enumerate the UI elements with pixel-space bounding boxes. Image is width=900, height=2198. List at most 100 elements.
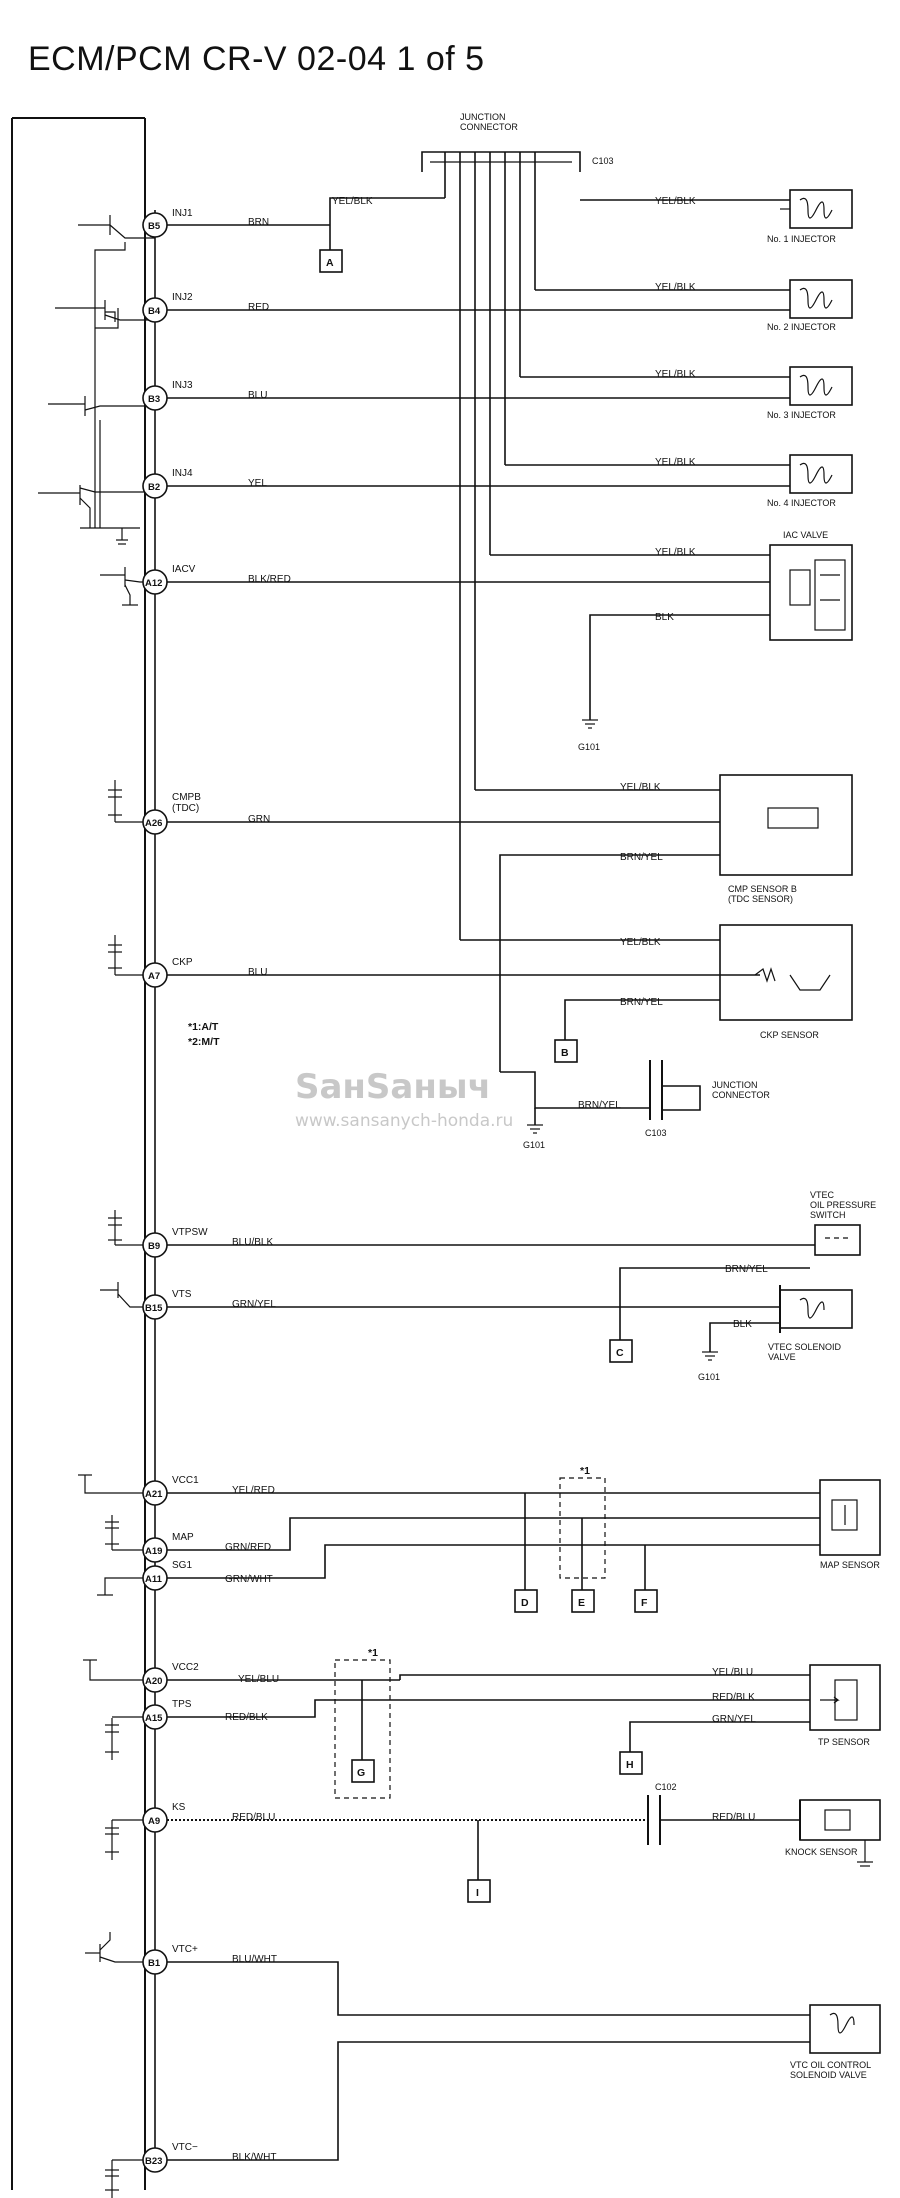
pin-a20-id: A20	[145, 1676, 162, 1687]
connector-g	[351, 1759, 375, 1783]
note-at: *1:A/T	[188, 1021, 219, 1033]
ground-g101-2: G101	[523, 1140, 545, 1150]
c102-label: C102	[655, 1782, 677, 1792]
pin-a9-wire: RED/BLU	[232, 1812, 275, 1823]
pin-a19-wire: GRN/RED	[225, 1542, 271, 1553]
connector-c-label: C	[616, 1347, 624, 1359]
star1-tp: *1	[368, 1647, 378, 1659]
connector-g-label: G	[357, 1767, 365, 1779]
pin-a7-id: A7	[148, 971, 160, 982]
inj3-right-wire: YEL/BLK	[655, 369, 696, 380]
pin-b9-id: B9	[148, 1241, 160, 1252]
tp-wire-grnyel: GRN/YEL	[712, 1714, 756, 1725]
pin-a9-id: A9	[148, 1816, 160, 1827]
ecm-pins: B5 INJ1 BRN B4 INJ2 RED B3 INJ3 BLU B2 I…	[142, 208, 291, 2173]
pin-a21-id: A21	[145, 1489, 163, 1500]
pin-a11-wire: GRN/WHT	[225, 1574, 273, 1585]
inj1-right-wire: YEL/BLK	[655, 196, 696, 207]
pin-a7-wire: BLU	[248, 967, 267, 978]
pin-a15-id: A15	[145, 1713, 163, 1724]
pin-b4-wire: RED	[248, 302, 269, 313]
connector-h-label: H	[626, 1759, 634, 1771]
pin-a20-signal: VCC2	[172, 1662, 199, 1673]
connector-a-label: A	[326, 257, 334, 269]
pin-b23-id: B23	[145, 2156, 162, 2167]
ckp-sensor-symbol: CKP SENSOR	[719, 924, 853, 1040]
connector-a	[319, 249, 343, 273]
vtec-wire-blk: BLK	[733, 1319, 752, 1330]
knock-circuits: C102 RED/BLU I KNOCK SENSOR	[167, 1782, 881, 1903]
inj4-right-wire: YEL/BLK	[655, 457, 696, 468]
iac-label: IAC VALVE	[783, 530, 828, 540]
vtec-wire-brnyel: BRN/YEL	[725, 1264, 768, 1275]
inj1-label: No. 1 INJECTOR	[767, 234, 836, 244]
injector-2-symbol: No. 2 INJECTOR	[767, 279, 853, 332]
pin-b2-id: B2	[148, 482, 160, 493]
connector-h	[619, 1751, 643, 1775]
ground-g101-3: G101	[698, 1372, 720, 1382]
pin-a11-signal: SG1	[172, 1560, 192, 1571]
pin-a21-wire: YEL/RED	[232, 1485, 275, 1496]
connector-d	[514, 1589, 538, 1613]
pin-b5-id: B5	[148, 221, 161, 232]
cmp-sensor-symbol: CMP SENSOR B(TDC SENSOR)	[719, 774, 853, 904]
connector-i-label: I	[476, 1887, 479, 1899]
connector-c	[609, 1339, 633, 1363]
cmp-wire-brnyel: BRN/YEL	[620, 852, 663, 863]
ckp-wire-yelblk: YEL/BLK	[620, 937, 661, 948]
pin-a11-id: A11	[145, 1574, 163, 1585]
connector-e	[571, 1589, 595, 1613]
iac-wire-blk: BLK	[655, 612, 674, 623]
pin-b5-wire: BRN	[248, 217, 269, 228]
injector-4-symbol: No. 4 INJECTOR	[767, 454, 853, 508]
ckp-wire-brnyel: BRN/YEL	[620, 997, 663, 1008]
iac-valve-symbol: IAC VALVE	[769, 530, 853, 641]
pin-b15-wire: GRN/YEL	[232, 1299, 276, 1310]
pin-b9-wire: BLU/BLK	[232, 1237, 273, 1248]
pin-b15-signal: VTS	[172, 1289, 192, 1300]
pin-a21-signal: VCC1	[172, 1475, 199, 1486]
inj4-label: No. 4 INJECTOR	[767, 498, 836, 508]
tp-wire-redblk: RED/BLK	[712, 1692, 755, 1703]
ground-g101-1: G101	[578, 742, 600, 752]
pin-b4-id: B4	[148, 306, 161, 317]
injector-3-symbol: No. 3 INJECTOR	[767, 366, 853, 420]
connector-e-label: E	[578, 1597, 585, 1609]
pin-b4-signal: INJ2	[172, 292, 193, 303]
pin-b1-id: B1	[148, 1958, 161, 1969]
c103-top-label: C103	[592, 156, 614, 166]
pin-a12-id: A12	[145, 578, 162, 589]
map-label: MAP SENSOR	[820, 1560, 880, 1570]
inj2-right-wire: YEL/BLK	[655, 282, 696, 293]
pin-b2-wire: YEL	[248, 478, 267, 489]
tp-wire-yelblu: YEL/BLU	[712, 1667, 753, 1678]
pin-b3-id: B3	[148, 394, 160, 405]
junction-mid-wire: BRN/YEL	[578, 1100, 621, 1111]
tp-label: TP SENSOR	[818, 1737, 870, 1747]
connector-f	[634, 1589, 658, 1613]
cmp-wire-yelblk: YEL/BLK	[620, 782, 661, 793]
connector-f-label: F	[641, 1597, 648, 1609]
iac-wire-yelblk: YEL/BLK	[655, 547, 696, 558]
cmp-ckp-circuits: YEL/BLK BRN/YEL CMP SENSOR B(TDC SENSOR)…	[167, 774, 853, 1150]
pin-a26-wire: GRN	[248, 814, 270, 825]
inj1-wire-yelblk: YEL/BLK	[332, 196, 373, 207]
inj2-label: No. 2 INJECTOR	[767, 322, 836, 332]
ecm-box	[11, 117, 146, 2190]
watermark-brand: SанSаныч	[295, 1067, 491, 1107]
connector-i	[467, 1879, 491, 1903]
knock-sensor-symbol: KNOCK SENSOR	[785, 1799, 881, 1867]
note-mt: *2:M/T	[188, 1036, 220, 1048]
pin-b1-wire: BLU/WHT	[232, 1954, 277, 1965]
inj3-label: No. 3 INJECTOR	[767, 410, 836, 420]
c103-mid-label: C103	[645, 1128, 667, 1138]
